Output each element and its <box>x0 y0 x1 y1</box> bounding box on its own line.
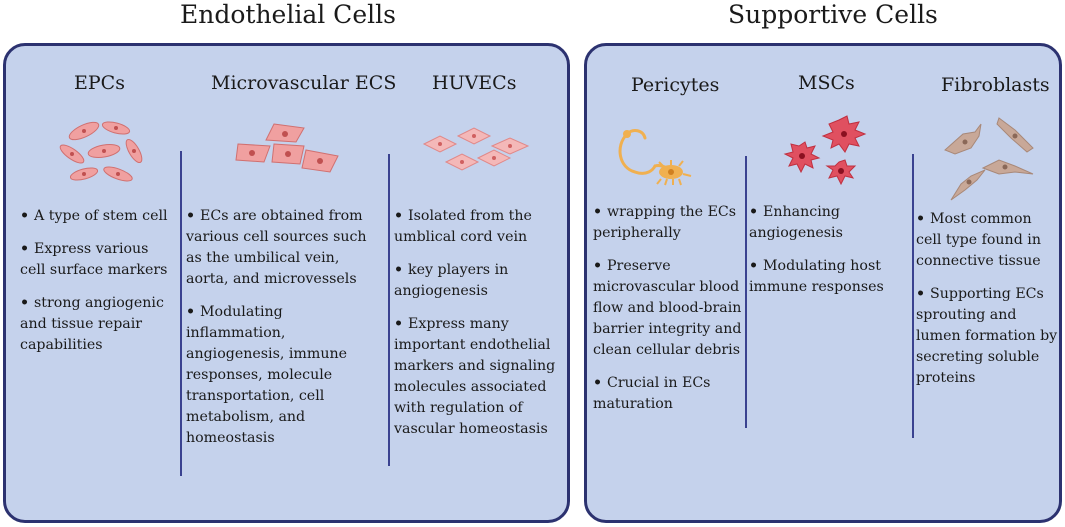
bullet-item: • Crucial in ECs maturation <box>593 375 711 412</box>
fibroblasts-bullet-list: • Most common cell type found in connect… <box>916 209 1060 401</box>
column-title-mscs: MSCs <box>798 72 855 94</box>
msc-cells-icon <box>783 115 867 186</box>
epc-cells-icon <box>59 121 143 182</box>
divider-line <box>388 154 390 466</box>
bullet-item: • Supporting ECs sprouting and lumen for… <box>916 286 1058 386</box>
bullet-item: • Express various cell surface markers <box>20 241 168 278</box>
column-title-huvecs: HUVECs <box>432 72 517 94</box>
divider-line <box>180 151 182 476</box>
bullet-item: • wrapping the ECs peripherally <box>593 204 737 241</box>
endothelial-group-title: Endothelial Cells <box>180 0 396 29</box>
bullet-item: • Preserve microvascular blood flow and … <box>593 258 742 358</box>
column-title-microvascular-ecs: Microvascular ECS <box>211 72 397 94</box>
bullet-item: • Most common cell type found in connect… <box>916 211 1041 269</box>
bullet-item: • strong angiogenic and tissue repair ca… <box>20 295 164 353</box>
bullet-item: • key players in angiogenesis <box>394 262 509 299</box>
mscs-bullet-list: • Enhancing angiogenesis • Modulating ho… <box>749 202 899 310</box>
bullet-item: • Express many important endothelial mar… <box>394 316 556 437</box>
divider-line <box>745 156 747 428</box>
pericytes-bullet-list: • wrapping the ECs peripherally • Preser… <box>593 202 747 427</box>
bullet-item: • Enhancing angiogenesis <box>749 204 843 241</box>
huvecs-bullet-list: • Isolated from the umblical cord vein •… <box>394 206 564 452</box>
supportive-panel: Pericytes MSCs Fibroblasts <box>584 43 1062 523</box>
bullet-item: • ECs are obtained from various cell sou… <box>186 208 367 287</box>
column-title-pericytes: Pericytes <box>631 74 720 96</box>
column-title-fibroblasts: Fibroblasts <box>941 74 1050 96</box>
bullet-item: • Modulating host immune responses <box>749 258 884 295</box>
fibroblast-cells-icon <box>944 117 1034 201</box>
huvec-cells-icon <box>422 127 530 171</box>
epcs-bullet-list: • A type of stem cell • Express various … <box>20 206 178 368</box>
bullet-item: • Modulating inflammation, angiogenesis,… <box>186 304 348 446</box>
column-title-epcs: EPCs <box>74 72 125 94</box>
endothelial-panel: EPCs Microvascular ECS HUVECs <box>3 43 570 523</box>
microvascular-cells-icon <box>235 123 339 173</box>
supportive-group-title: Supportive Cells <box>728 0 938 29</box>
microvascular-bullet-list: • ECs are obtained from various cell sou… <box>186 206 384 461</box>
bullet-item: • Isolated from the umblical cord vein <box>394 208 532 245</box>
bullet-item: • A type of stem cell <box>20 208 168 224</box>
divider-line <box>912 154 914 438</box>
pericyte-cell-icon <box>618 129 692 186</box>
